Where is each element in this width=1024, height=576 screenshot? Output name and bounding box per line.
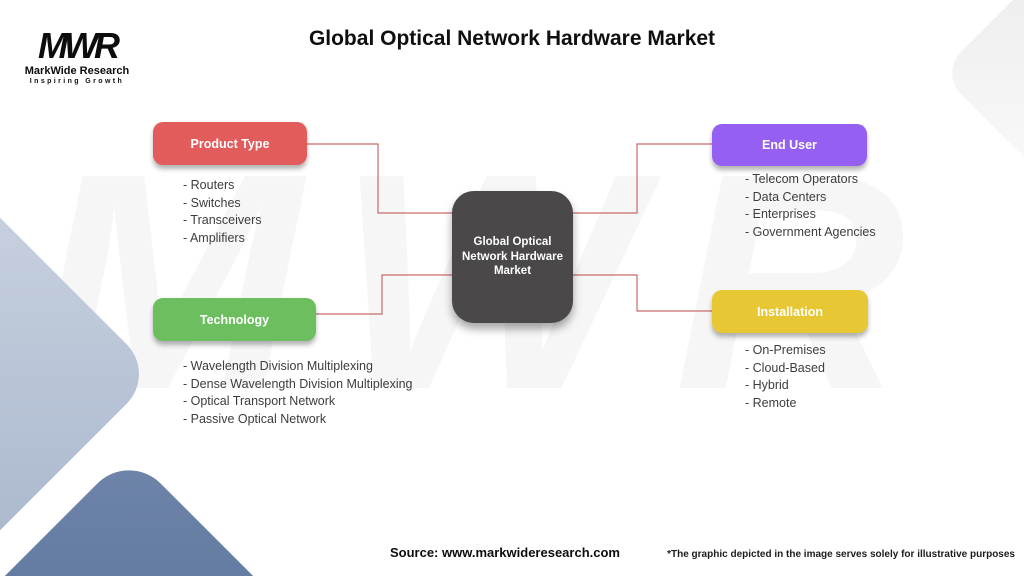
segment-label-end-user: End User xyxy=(762,138,817,152)
list-item: - Amplifiers xyxy=(183,230,245,245)
segment-label-installation: Installation xyxy=(757,304,823,319)
list-item: - Data Centers xyxy=(745,189,827,204)
logo-mwr-monogram: MWR xyxy=(38,25,120,66)
segment-list-end-user: - Telecom Operators - Data Centers - Ent… xyxy=(745,171,876,241)
source-text: Source: www.markwideresearch.com xyxy=(389,545,620,560)
list-item: - Passive Optical Network xyxy=(183,411,327,426)
segment-label-product-type: Product Type xyxy=(190,136,270,151)
list-item: - Remote xyxy=(745,395,797,410)
segment-label-technology: Technology xyxy=(199,312,270,327)
markwide-research-logo: MWR MarkWide Research Inspiring Growth xyxy=(20,25,134,86)
segment-box-technology: Technology xyxy=(153,298,316,341)
list-item: - Hybrid xyxy=(745,378,789,392)
list-item: - Optical Transport Network xyxy=(183,394,336,408)
list-item: - Telecom Operators xyxy=(745,172,859,186)
segment-list-technology: - Wavelength Division Multiplexing - Den… xyxy=(183,358,413,428)
segment-list-installation: - On-Premises - Cloud-Based - Hybrid - R… xyxy=(745,342,826,412)
segment-box-installation: Installation xyxy=(712,290,868,333)
disclaimer-text: *The graphic depicted in the image serve… xyxy=(667,549,1015,560)
central-market-node: Global Optical Network Hardware Market xyxy=(452,191,573,323)
connector-product-type xyxy=(307,143,452,214)
list-item: - On-Premises xyxy=(745,343,826,357)
segment-list-product-type: - Routers - Switches - Transceivers - Am… xyxy=(183,177,262,247)
connector-installation xyxy=(573,274,712,312)
segment-box-product-type: Product Type xyxy=(153,122,307,165)
list-item: - Dense Wavelength Division Multiplexing xyxy=(183,376,413,391)
list-item: - Transceivers xyxy=(183,213,262,227)
logo-company-name: MarkWide Research xyxy=(24,65,130,77)
list-item: - Enterprises xyxy=(745,207,816,221)
list-item: - Routers xyxy=(183,178,235,192)
page-title: Global Optical Network Hardware Market xyxy=(308,27,716,50)
list-item: - Government Agencies xyxy=(745,224,876,239)
connector-end-user xyxy=(573,143,712,214)
segment-box-end-user: End User xyxy=(712,124,867,166)
logo-tagline: Inspiring Growth xyxy=(29,78,125,85)
connector-technology xyxy=(316,274,452,315)
list-item: - Wavelength Division Multiplexing xyxy=(183,359,373,373)
list-item: - Switches xyxy=(183,195,241,210)
list-item: - Cloud-Based xyxy=(745,360,825,375)
